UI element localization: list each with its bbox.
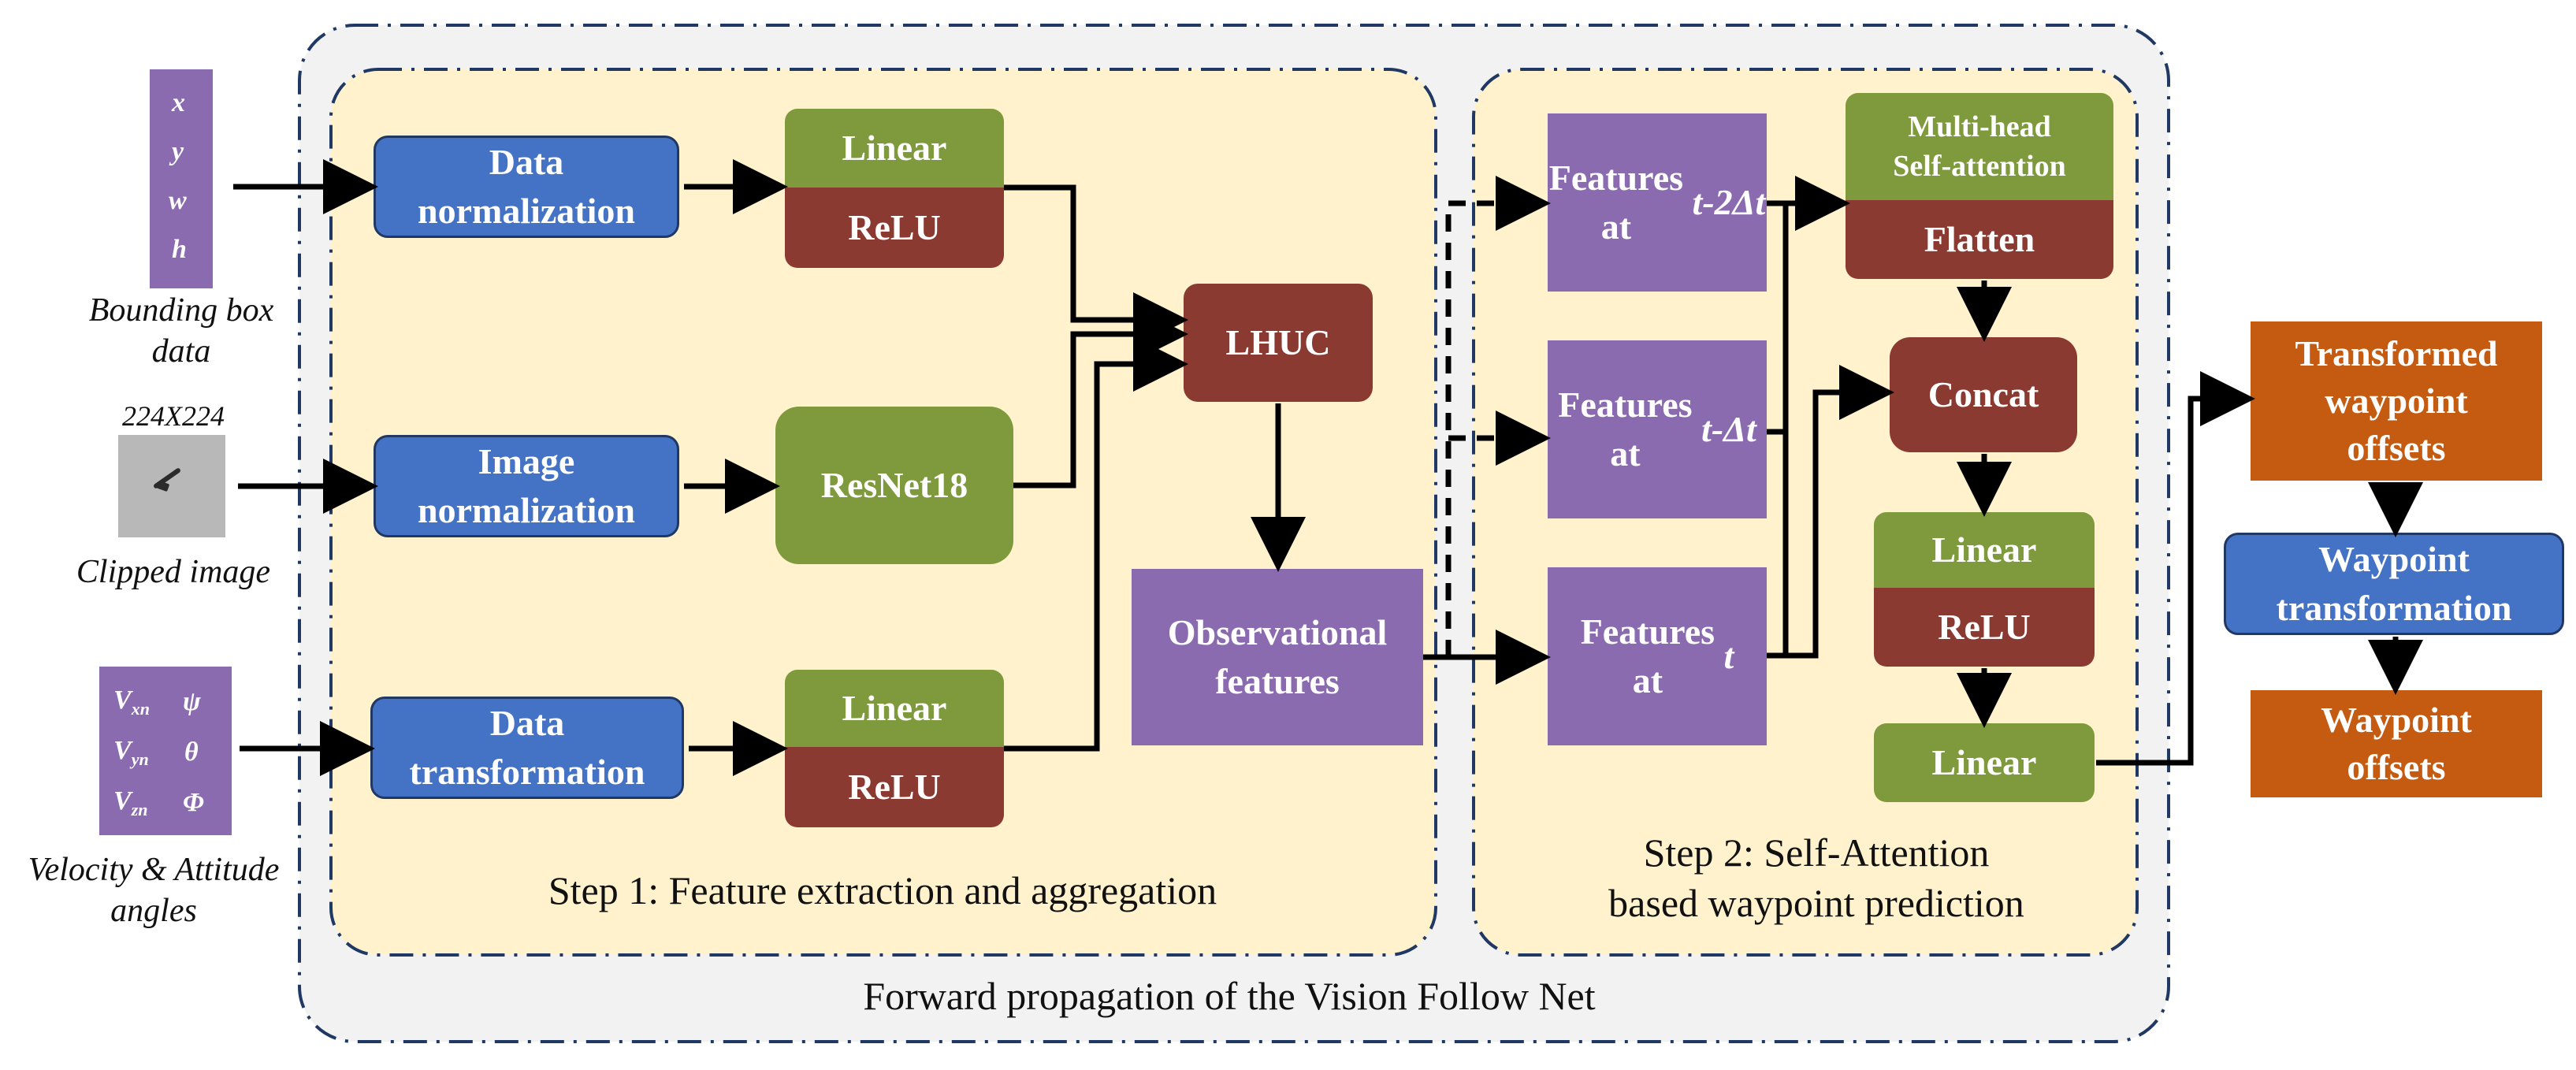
- waypoint-transformation-block: Waypoint transformation: [2224, 533, 2564, 635]
- step2-caption: Step 2: Self-Attention based waypoint pr…: [1608, 830, 2024, 925]
- velocity-input-pad: Vxn ψ Vyn θ Vzn Φ: [99, 667, 232, 835]
- image-label: Clipped image: [76, 554, 271, 590]
- relu-layer-3: ReLU: [1874, 588, 2095, 667]
- clipped-image-thumbnail: [118, 435, 225, 537]
- waypoint-offsets-block: Waypoint offsets: [2251, 690, 2542, 797]
- linear-layer-4: Linear: [1874, 723, 2095, 802]
- linear-relu-block-3: Linear ReLU: [1874, 512, 2095, 667]
- step1-caption: Step 1: Feature extraction and aggregati…: [548, 868, 1217, 912]
- vel-vyn: Vyn: [113, 736, 149, 769]
- relu-layer-1: ReLU: [785, 188, 1004, 268]
- linear-layer-1: Linear: [785, 109, 1004, 188]
- bbox-w: w: [169, 186, 187, 215]
- arrow-linear-to-transformed: [2096, 371, 2255, 766]
- velocity-label: Velocity & Attitude angles: [28, 852, 280, 929]
- image-size-label: 224X224: [122, 400, 225, 432]
- bbox-input-pad: x y w h: [150, 69, 213, 288]
- attention-flatten-block: Multi-head Self-attention Flatten: [1846, 93, 2113, 279]
- concat-block: Concat: [1890, 337, 2077, 452]
- vel-vzn: Vzn: [113, 786, 148, 819]
- bbox-label: Bounding box data: [88, 292, 274, 370]
- image-normalization-block: Image normalization: [374, 435, 679, 537]
- arrow-obs-to-feat-t2: [1445, 176, 1551, 657]
- arrow-feat-t-to-concat: [1767, 365, 1894, 659]
- multi-head-self-attention-layer: Multi-head Self-attention: [1846, 93, 2113, 200]
- linear-relu-block-1: Linear ReLU: [785, 109, 1004, 268]
- linear-layer-2: Linear: [785, 670, 1004, 747]
- vel-phi: Φ: [183, 788, 204, 817]
- vel-psi: ψ: [183, 687, 201, 716]
- observational-features-block: Observational features: [1132, 569, 1423, 745]
- outer-caption: Forward propagation of the Vision Follow…: [863, 974, 1596, 1018]
- flatten-layer: Flatten: [1846, 200, 2113, 279]
- data-normalization-block: Data normalization: [374, 136, 679, 238]
- transformed-waypoint-offsets-block: Transformed waypoint offsets: [2251, 321, 2542, 481]
- feat-bus: [1767, 203, 1789, 659]
- relu-layer-2: ReLU: [785, 747, 1004, 827]
- vel-theta: θ: [184, 737, 199, 767]
- bbox-h: h: [172, 235, 187, 264]
- arrow-relu1-to-lhuc: [1004, 184, 1188, 347]
- resnet18-block: ResNet18: [775, 407, 1013, 564]
- bbox-y: y: [172, 137, 184, 166]
- arrow-resnet-to-lhuc: [1013, 307, 1188, 489]
- vel-vxn: Vxn: [113, 685, 150, 719]
- lhuc-block: LHUC: [1184, 284, 1373, 402]
- bbox-x: x: [172, 88, 185, 117]
- data-transformation-block: Data transformation: [370, 697, 684, 799]
- arrow-relu2-to-lhuc: [1004, 336, 1188, 752]
- linear-relu-block-2: Linear ReLU: [785, 670, 1004, 827]
- linear-layer-3: Linear: [1874, 512, 2095, 588]
